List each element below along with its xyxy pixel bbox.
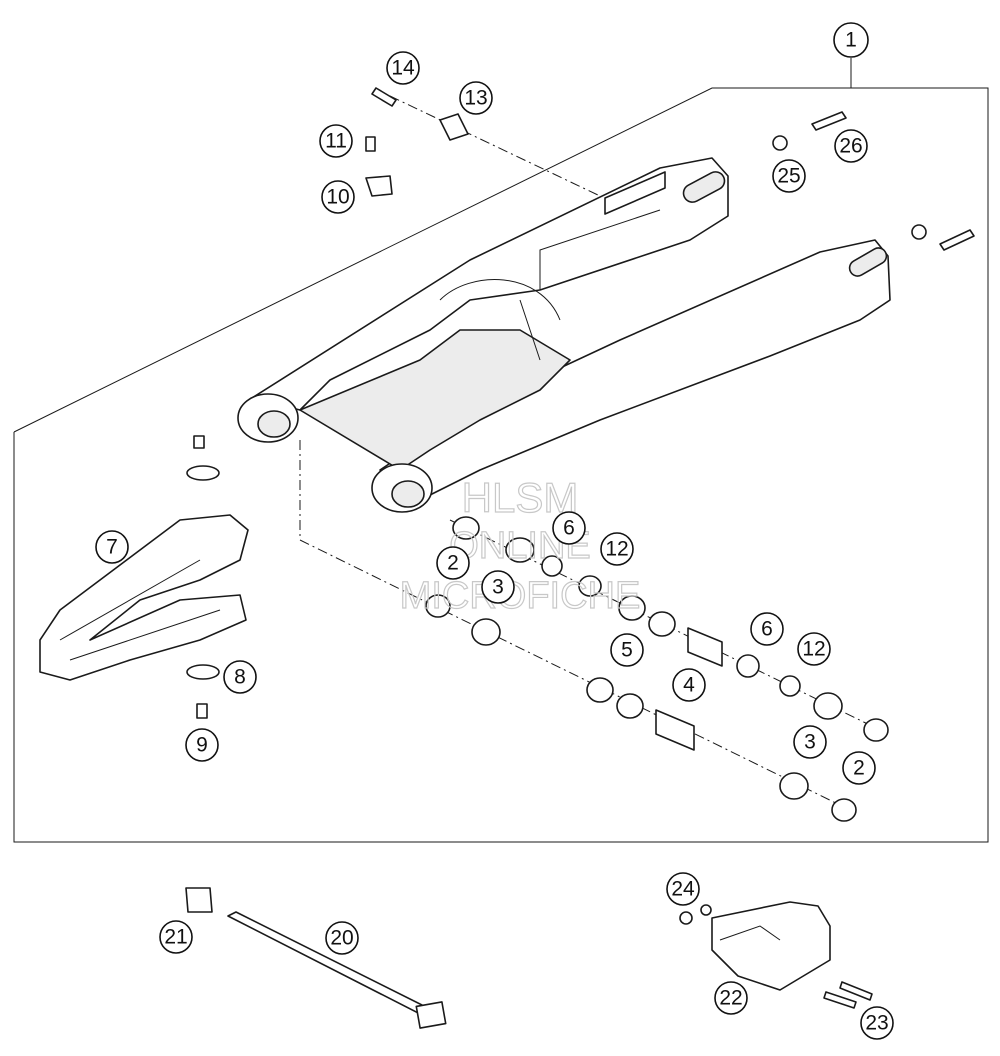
- callout-13: 13: [459, 81, 493, 115]
- fasteners: [186, 87, 975, 719]
- callout-23-label: 23: [865, 1012, 888, 1035]
- callout-9: 9: [185, 728, 219, 762]
- callout-25: 25: [772, 159, 806, 193]
- callout-3a: 3: [481, 570, 515, 604]
- callout-4: 4: [672, 668, 706, 702]
- callout-24-label: 24: [671, 878, 695, 901]
- callout-12b: 12: [797, 632, 831, 666]
- callout-9-label: 9: [196, 734, 208, 757]
- callout-11: 11: [319, 124, 353, 158]
- callout-1: 1: [833, 22, 869, 58]
- callout-3a-label: 3: [492, 576, 504, 599]
- callout-21: 21: [159, 920, 193, 954]
- callout-7: 7: [95, 530, 129, 564]
- bearing-stack: [425, 516, 889, 822]
- callout-14: 14: [386, 51, 420, 85]
- callout-26-label: 26: [839, 135, 862, 158]
- watermark: HLSM ONLINE MICROFICHE: [399, 473, 641, 617]
- callout-12b-label: 12: [802, 638, 825, 661]
- callout-2a: 2: [436, 546, 470, 580]
- callout-12a: 12: [600, 532, 634, 566]
- callout-10: 10: [321, 180, 355, 214]
- callout-10-label: 10: [326, 186, 349, 209]
- callout-22-label: 22: [719, 987, 742, 1010]
- callout-3b-label: 3: [804, 731, 816, 754]
- callout-25-label: 25: [777, 165, 800, 188]
- callout-5-label: 5: [621, 639, 633, 662]
- callout-3b: 3: [793, 725, 827, 759]
- callout-20-label: 20: [330, 927, 353, 950]
- watermark-line1: HLSM: [462, 474, 579, 521]
- callout-2a-label: 2: [447, 552, 459, 575]
- callout-8: 8: [223, 660, 257, 694]
- callout-8-label: 8: [234, 666, 246, 689]
- callout-1-label: 1: [845, 29, 857, 52]
- callout-22: 22: [714, 981, 748, 1015]
- callout-2b: 2: [842, 751, 876, 785]
- chain-guide: [679, 901, 873, 1009]
- alignment-lines: [299, 95, 881, 811]
- callout-5: 5: [610, 633, 644, 667]
- callout-13-label: 13: [464, 87, 487, 110]
- callout-6a-label: 6: [563, 517, 575, 540]
- callout-6b-label: 6: [761, 618, 773, 641]
- pivot-axle: [185, 887, 447, 1029]
- callout-2b-label: 2: [853, 757, 865, 780]
- callout-11-label: 11: [325, 130, 347, 153]
- callout-20: 20: [325, 921, 359, 955]
- callout-6a: 6: [552, 511, 586, 545]
- callout-14-label: 14: [391, 57, 415, 80]
- swingarm: [237, 157, 891, 513]
- callout-26: 26: [834, 129, 868, 163]
- callout-7-label: 7: [106, 536, 118, 559]
- callout-12a-label: 12: [605, 538, 628, 561]
- callouts: 1 2 2 3 3 4 5 6 6 7 8 9 10 11 12 12 13 1…: [95, 22, 894, 1040]
- chain-slider: [39, 514, 249, 681]
- callout-6b: 6: [750, 612, 784, 646]
- assembly-frame: [13, 58, 989, 843]
- callout-4-label: 4: [683, 674, 695, 697]
- callout-24: 24: [666, 872, 700, 906]
- callout-23: 23: [860, 1006, 894, 1040]
- watermark-line3: MICROFICHE: [400, 575, 641, 617]
- callout-21-label: 21: [164, 926, 187, 949]
